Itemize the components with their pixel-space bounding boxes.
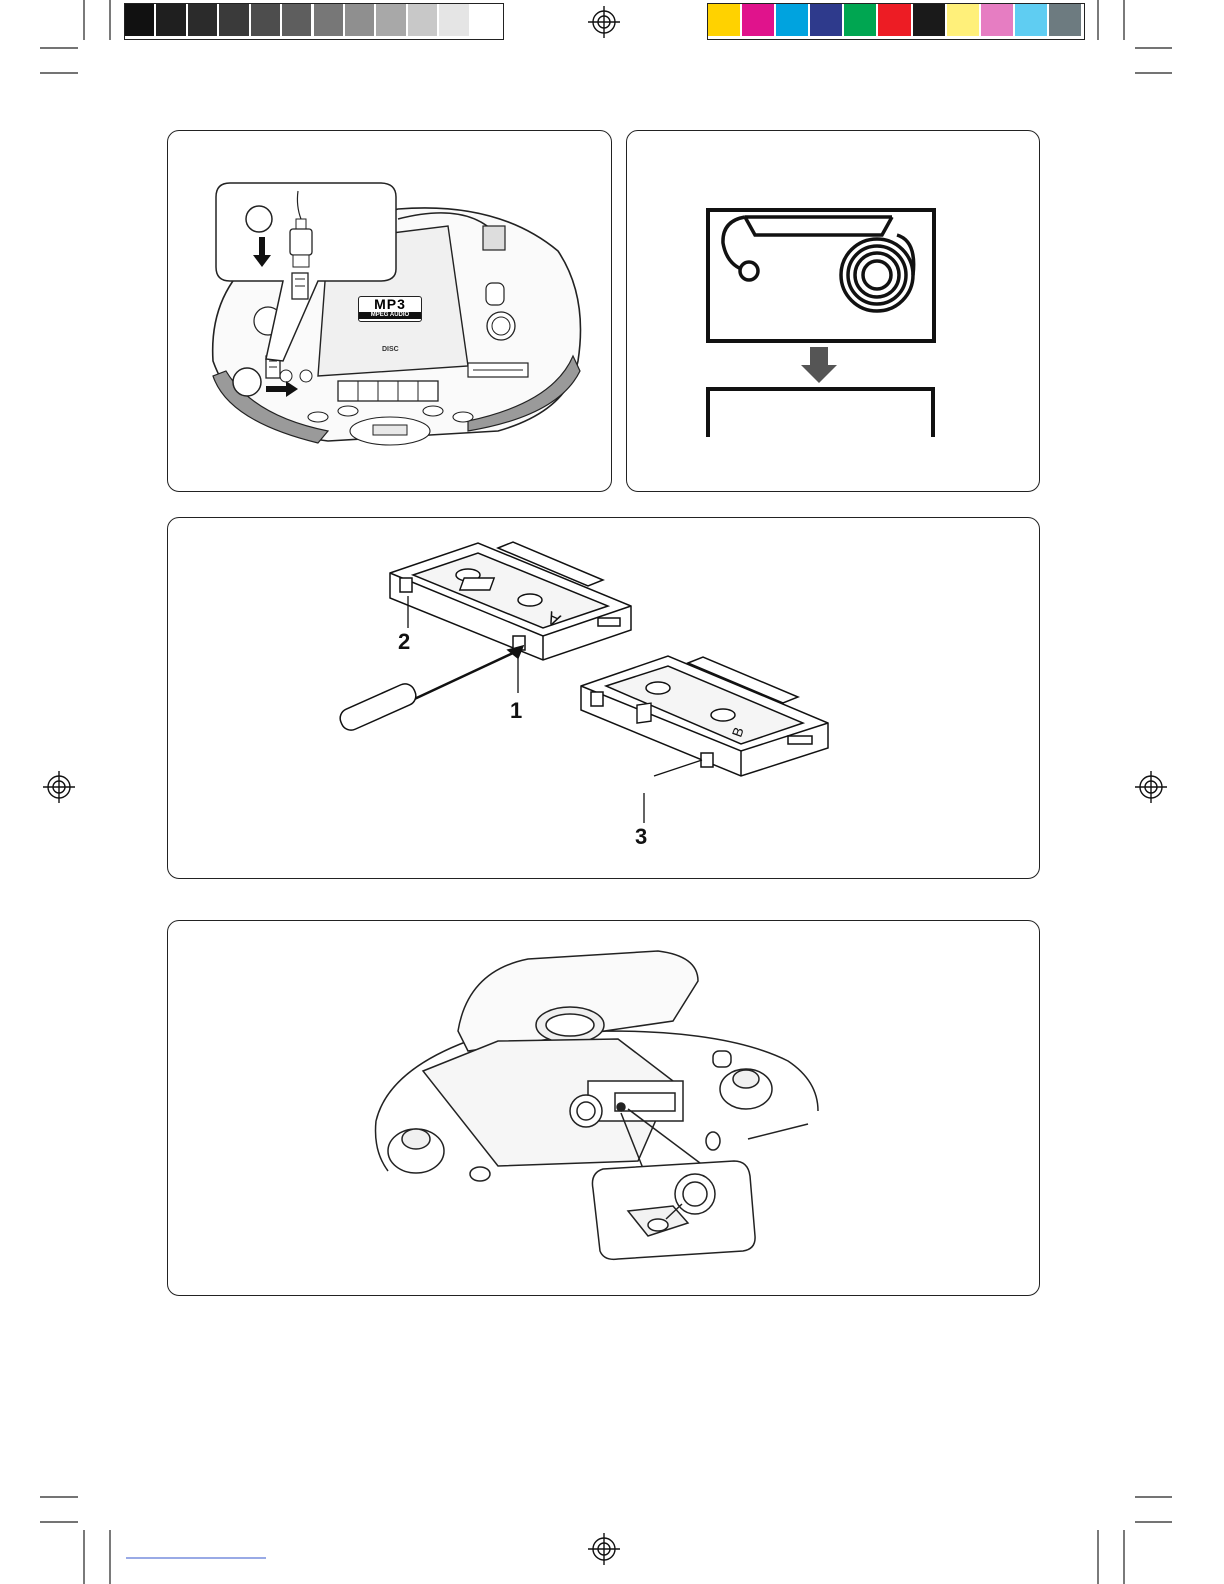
cassette-protection-panel: 2 1 3 A B: [167, 517, 1040, 879]
registration-mark-bottom: [588, 1533, 620, 1565]
registration-mark-top: [588, 6, 620, 38]
tape-slack-panel: [626, 130, 1040, 492]
label-1: 1: [510, 698, 522, 724]
mp3-logo: MP3 MPEG AUDIO: [358, 296, 422, 322]
boombox-deck-drawing: [168, 921, 1040, 1296]
cassette-side-b: [581, 656, 828, 776]
registration-mark-left: [43, 771, 75, 803]
registration-mark-right: [1135, 771, 1167, 803]
cassette-drawing: [168, 518, 1040, 879]
usb-illustration-panel: MP3 MPEG AUDIO DISC: [167, 130, 612, 492]
label-3: 3: [635, 824, 647, 850]
screwdriver: [337, 646, 523, 733]
head-cleaning-panel: [167, 920, 1040, 1296]
tape-reel-diagram: [627, 131, 1040, 492]
mpeg-audio-text: MPEG AUDIO: [359, 312, 421, 319]
cd-logo: DISC: [382, 346, 399, 353]
label-2: 2: [398, 629, 410, 655]
cassette-side-a: [390, 542, 631, 660]
mp3-logo-text: MP3: [359, 297, 421, 312]
